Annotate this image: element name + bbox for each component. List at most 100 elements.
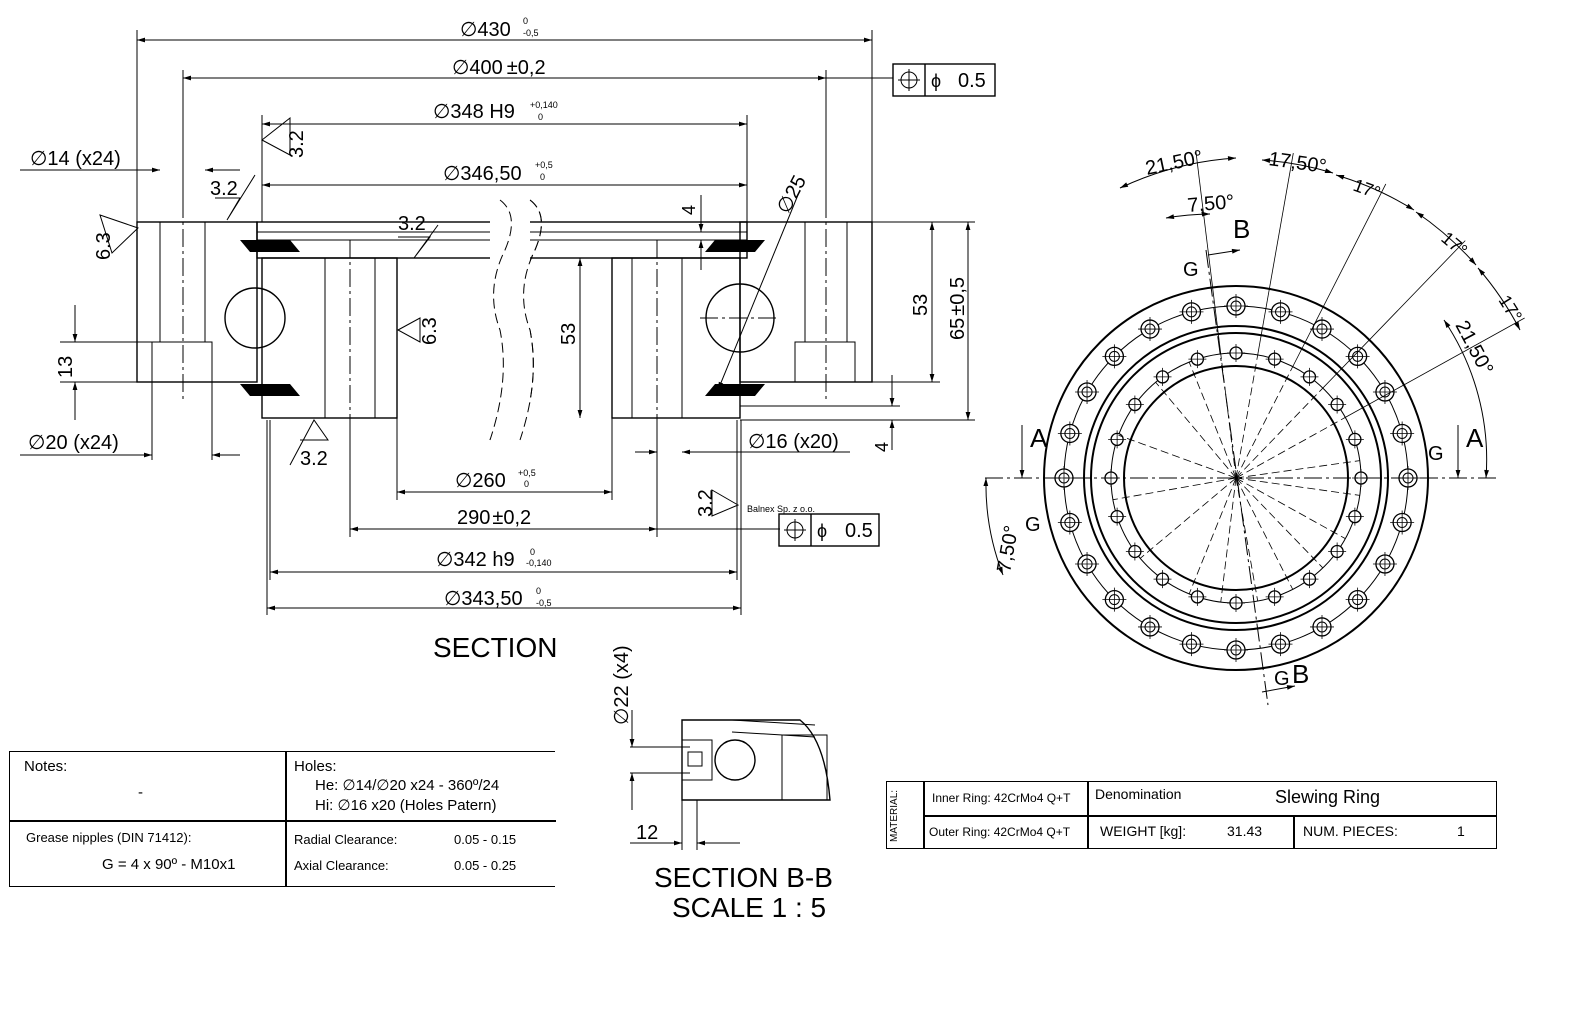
- radial-line: [1235, 366, 1294, 479]
- seal-bottom-left: [240, 384, 300, 396]
- angle-1750: 17,50°: [1267, 148, 1328, 178]
- roughness-symbols: [99, 116, 740, 517]
- inner-holes: [1102, 344, 1370, 612]
- dim-w12: 12: [636, 822, 658, 844]
- tolerance-frame-top: [892, 63, 996, 97]
- dim-d260-tol-up: +0,5: [518, 468, 536, 478]
- radial-line: [1235, 477, 1324, 569]
- roughness-r7: 6.3: [419, 317, 441, 345]
- radial-line: [1112, 477, 1237, 501]
- dim-d343: ∅343,50: [444, 588, 523, 610]
- dim-d290: 290±0,2: [457, 507, 531, 529]
- radial-line: [1220, 477, 1237, 603]
- section-dimensions: [20, 30, 975, 615]
- angle-extension-line: [1322, 240, 1466, 389]
- radial-line: [1235, 387, 1324, 479]
- holes-label: Holes:: [294, 758, 337, 775]
- dim-d430-tol-lo: -0,5: [523, 28, 539, 38]
- denomination-label: Denomination: [1095, 786, 1182, 802]
- roughness-r6: 6.3: [93, 232, 115, 260]
- angle-750-top: 7,50°: [1187, 191, 1236, 217]
- title-block: MATERIAL: Inner Ring: 42CrMo4 Q+T Outer …: [886, 781, 1497, 849]
- tol-top-diameter: ϕ: [931, 71, 941, 91]
- dim-d342-tol-lo: -0,140: [526, 558, 552, 568]
- axial-label: Axial Clearance:: [294, 858, 389, 873]
- ball-left: [224, 287, 286, 349]
- angle-750-left: 7,50°: [993, 524, 1023, 574]
- outer-ring-material: Outer Ring: 42CrMo4 Q+T: [929, 825, 1071, 839]
- radial-line: [1235, 477, 1360, 496]
- radial-line: [1155, 381, 1237, 479]
- angle-extension-line: [1345, 317, 1525, 418]
- section-line-bb: [1205, 249, 1269, 706]
- pieces-label: NUM. PIECES:: [1303, 823, 1398, 839]
- pieces-value: 1: [1457, 823, 1465, 839]
- dim-h65: 65±0,5: [947, 277, 969, 340]
- dim-d342: ∅342 h9: [436, 549, 515, 571]
- radial-lines: [1112, 150, 1525, 603]
- marker-g-right: G: [1428, 443, 1444, 465]
- dim-h53-right: 53: [910, 294, 932, 316]
- material-label: MATERIAL:: [889, 789, 900, 842]
- dim-h4-bottom: 4: [872, 442, 892, 452]
- roughness-r4: 3.2: [300, 448, 328, 470]
- roughness-r1: 3.2: [286, 130, 308, 158]
- holes-hi: Hi: ∅16 x20 (Holes Patern): [315, 797, 497, 814]
- dim-d343-tol-up: 0: [536, 586, 541, 596]
- dim-d22: ∅22 (x4): [611, 645, 633, 725]
- dim-d342-tol-up: 0: [530, 547, 535, 557]
- inner-ring-material: Inner Ring: 42CrMo4 Q+T: [932, 791, 1071, 805]
- radial-line: [1235, 417, 1346, 479]
- dim-d20: ∅20 (x24): [28, 432, 119, 454]
- seal-top-right: [705, 240, 765, 252]
- marker-a-left: A: [1030, 423, 1048, 453]
- dim-d14: ∅14 (x24): [30, 148, 121, 170]
- radial-line: [1235, 354, 1259, 479]
- dim-h4-top: 4: [679, 205, 699, 215]
- marker-b-bottom: B: [1292, 659, 1309, 689]
- angle-2150-top: 21,50°: [1143, 146, 1204, 180]
- dim-d260: ∅260: [455, 470, 506, 492]
- section-view: [136, 195, 873, 445]
- marker-g-left: G: [1025, 514, 1041, 536]
- tol-top-value: 0.5: [958, 70, 986, 92]
- section-label: SECTION: [433, 632, 557, 663]
- radial-value: 0.05 - 0.15: [454, 832, 517, 847]
- dim-d430-tol-up: 0: [523, 16, 528, 26]
- dim-d25: ∅25: [773, 172, 811, 217]
- marker-g-top: G: [1183, 259, 1199, 281]
- roughness-r5: 3.2: [695, 489, 717, 517]
- tolerance-frame-bottom: [778, 513, 880, 547]
- counterbore-right: [794, 341, 856, 383]
- radial-line: [1188, 477, 1237, 595]
- denomination-value: Slewing Ring: [1275, 787, 1381, 807]
- tol-bottom-value: 0.5: [845, 520, 873, 542]
- scale-label: SCALE 1 : 5: [672, 892, 826, 923]
- seal-top-left: [240, 240, 300, 252]
- dim-d346: ∅346,50: [443, 163, 522, 185]
- ring-gap-inner: [1090, 332, 1382, 624]
- angle-extension-line: [1292, 183, 1387, 367]
- dim-d400: ∅400±0,2: [452, 57, 546, 79]
- dim-h13: 13: [55, 356, 77, 378]
- notes-table: Notes: - Holes: He: ∅14/∅20 x24 - 360º/2…: [9, 751, 556, 887]
- marker-b-top: B: [1233, 214, 1250, 244]
- roughness-r2: 3.2: [210, 178, 238, 200]
- counterbore-left: [151, 341, 213, 383]
- angle-2150-right: 21,50°: [1451, 317, 1498, 379]
- outer-ring-left: [136, 221, 258, 383]
- radial-line: [1118, 434, 1237, 479]
- dim-d343-tol-lo: -0,5: [536, 598, 552, 608]
- angle-extension-line: [1195, 150, 1222, 354]
- section-bb-label: SECTION B-B: [654, 862, 833, 893]
- marker-a-right: A: [1466, 423, 1484, 453]
- dim-d348: ∅348 H9: [433, 101, 515, 123]
- radial-line: [1235, 477, 1346, 539]
- notes-value: -: [138, 784, 143, 801]
- watermark: Balnex Sp. z o.o.: [747, 504, 815, 514]
- dim-d348-tol-up: +0,140: [530, 100, 558, 110]
- holes-he: He: ∅14/∅20 x24 - 360º/24: [315, 777, 500, 794]
- roughness-r3: 3.2: [398, 213, 426, 235]
- radial-line: [1188, 361, 1237, 479]
